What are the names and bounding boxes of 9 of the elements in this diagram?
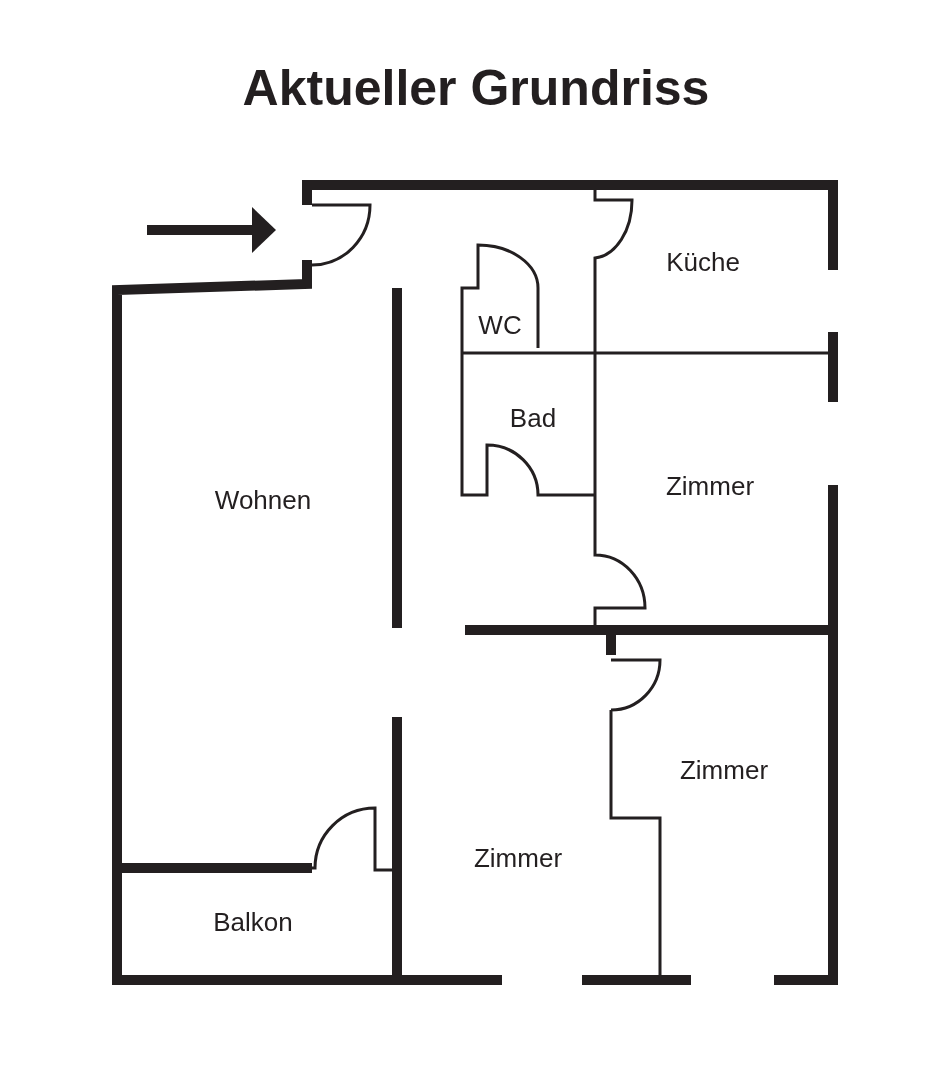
room-label: Balkon [213, 907, 293, 937]
room-label: WC [478, 310, 522, 340]
room-label: Zimmer [679, 755, 769, 785]
room-label: Bad [509, 403, 557, 433]
title: Aktueller Grundriss [241, 59, 711, 118]
room-label: Zimmer [473, 843, 563, 873]
room-label: Küche [666, 247, 740, 277]
room-label: Zimmer [665, 471, 755, 501]
room-label: Wohnen [214, 485, 312, 515]
